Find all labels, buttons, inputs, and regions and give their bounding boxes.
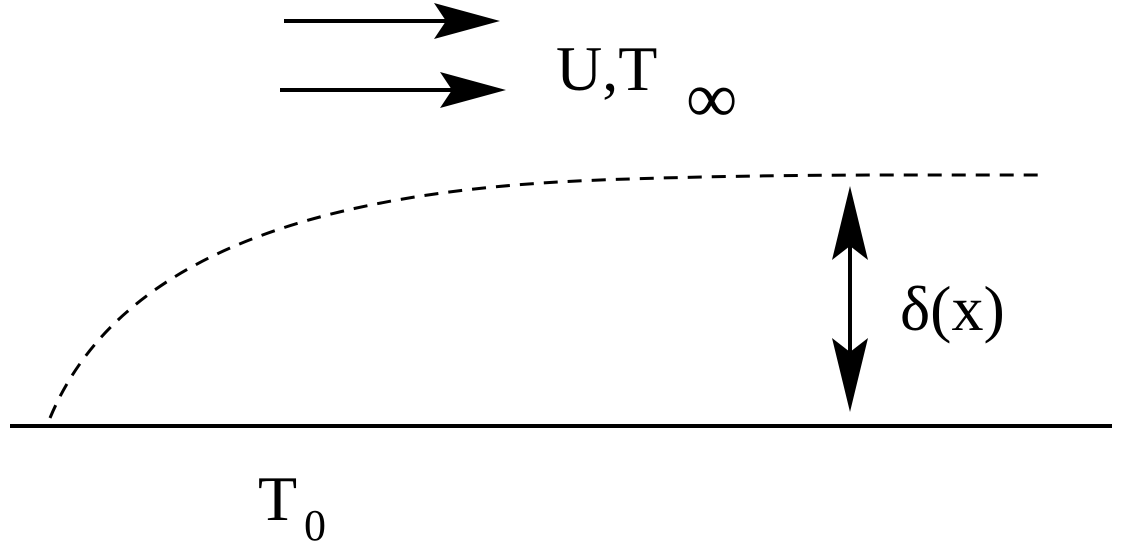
freestream-label-subscript: ∞ (686, 58, 737, 138)
wall-temperature-label-main: T (258, 463, 297, 534)
flow-arrow-lower (280, 72, 506, 108)
boundary-layer-edge (48, 173, 1043, 419)
wall-temperature-label: T (258, 463, 297, 534)
freestream-label-main: U,T (556, 33, 657, 104)
thickness-label: δ(x) (900, 273, 1005, 344)
freestream-label: U,T (556, 33, 657, 104)
flow-arrow-upper (284, 3, 500, 39)
thickness-arrow (832, 186, 868, 412)
wall-temperature-label-subscript: 0 (304, 501, 326, 546)
